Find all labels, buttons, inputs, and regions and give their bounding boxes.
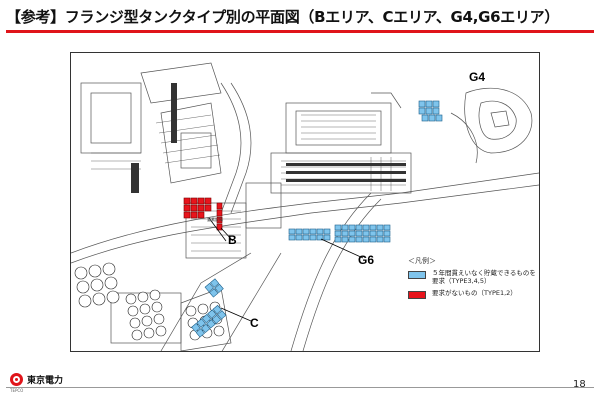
g4-tank-group [418, 100, 443, 122]
legend-title: ＜凡例＞ [408, 257, 436, 265]
site-plan-map: 要素設備 [70, 52, 540, 352]
c-tank-group [191, 278, 227, 338]
map-legend: ＜凡例＞ ５年間貫えいなく貯蔵できるものを要求（TYPE3,4,5） 要求がない… [408, 256, 536, 303]
area-label-c: C [250, 316, 259, 330]
page-title: 【参考】フランジ型タンクタイプ別の平面図（Bエリア、Cエリア、G4,G6エリア） [6, 8, 560, 26]
footer-divider [6, 387, 594, 388]
page-number: 18 [573, 379, 586, 390]
area-label-g6: G6 [358, 253, 375, 267]
legend-text-type12: 要求がないもの（TYPE1,2） [432, 289, 517, 297]
g6-leader-line [320, 238, 364, 259]
area-label-g4: G4 [469, 70, 486, 84]
b-tank-group [183, 197, 223, 231]
title-divider [6, 30, 594, 33]
c-leader-line [220, 307, 252, 322]
tepco-logo-icon [10, 373, 23, 386]
b-leader-line-2 [220, 227, 234, 242]
legend-swatch-red [408, 291, 426, 299]
site-plan-drawing: 要素設備 [71, 62, 539, 351]
company-logo: 東京電力 [10, 373, 63, 386]
map-small-label: 要素設備 [207, 216, 223, 222]
company-name: 東京電力 [27, 376, 64, 386]
company-sub-name: TEPCO [10, 388, 24, 393]
legend-row-type345: ５年間貫えいなく貯蔵できるものを要求（TYPE3,4,5） [408, 269, 536, 285]
area-label-b: B [228, 233, 237, 247]
legend-swatch-blue [408, 271, 426, 279]
legend-row-type12: 要求がないもの（TYPE1,2） [408, 289, 536, 299]
b-leader-line [208, 217, 227, 242]
legend-text-type345: ５年間貫えいなく貯蔵できるものを要求（TYPE3,4,5） [432, 269, 536, 285]
g6-tank-group [288, 224, 391, 243]
